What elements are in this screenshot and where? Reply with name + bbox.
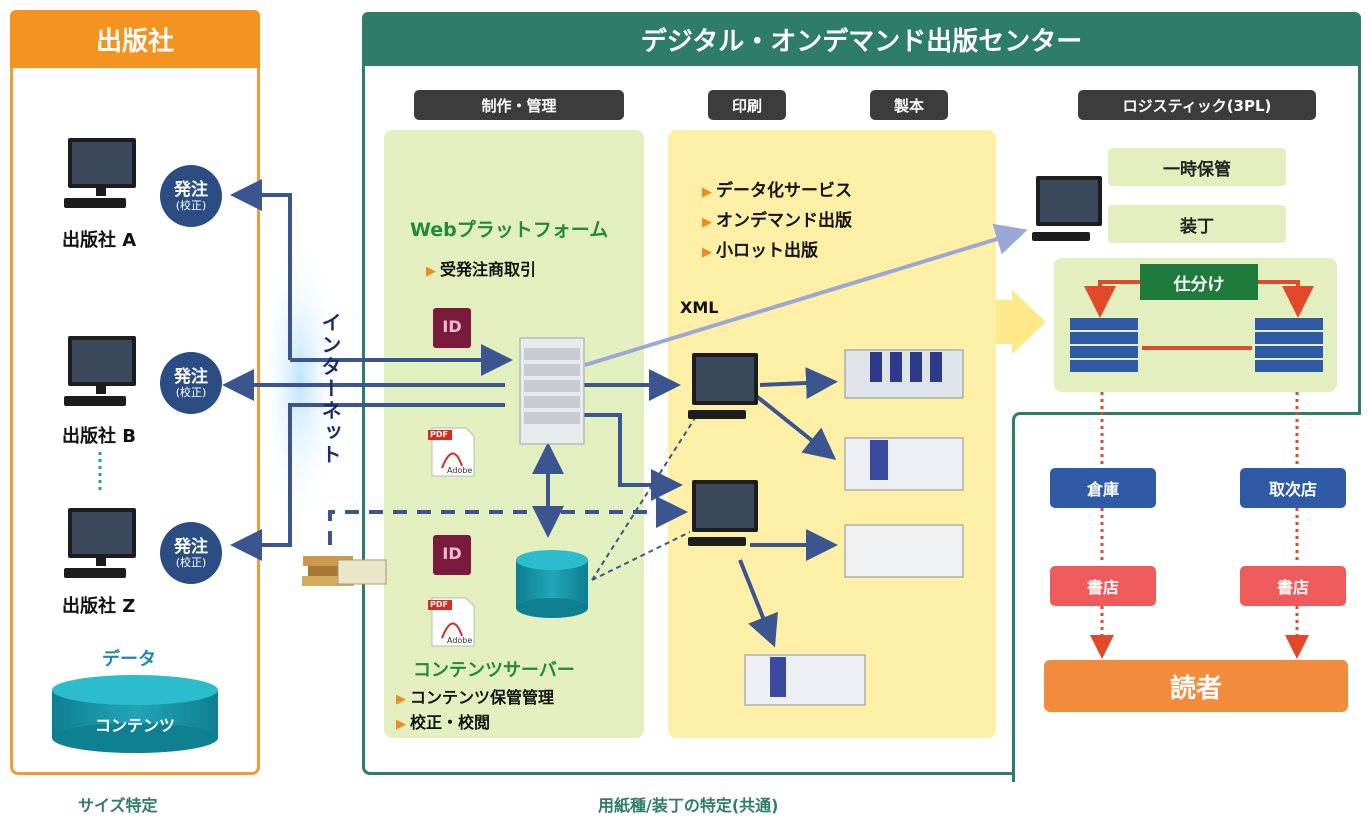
- pdf-icon: [428, 427, 475, 647]
- contents-cylinder-shape: [52, 675, 218, 753]
- press-icon: [744, 349, 964, 706]
- indesign-icon: [433, 308, 471, 575]
- server-bullet-1: ▶コンテンツ保管管理: [396, 688, 555, 707]
- server-icon: [519, 337, 585, 445]
- database-icon: [516, 550, 588, 618]
- link-publisher-a: [230, 179, 292, 360]
- books-icon: [302, 556, 387, 586]
- internet-label: インターネット: [318, 312, 342, 466]
- pdf-label: PDF: [430, 600, 448, 609]
- print-bullet-3: ▶小ロット出版: [702, 241, 818, 261]
- content-server-title: コンテンツサーバー: [413, 660, 575, 681]
- monitor-icon: [64, 138, 1102, 578]
- pill-logistics: ロジスティック(3PL): [1078, 90, 1316, 120]
- print-bullet-text: オンデマンド出版: [716, 211, 852, 231]
- order-main: 発注: [174, 536, 208, 557]
- dash-db-pc2: [591, 531, 691, 581]
- binding-box: 装丁: [1108, 205, 1286, 243]
- flow-arrow-shape: [996, 290, 1046, 354]
- pdf-label: PDF: [430, 430, 448, 439]
- print-bullet-1: ▶データ化サービス: [702, 181, 852, 201]
- warehouse-box-front: 倉庫: [1050, 468, 1156, 508]
- dash-db-pc1: [591, 417, 696, 581]
- adobe-label: Adobe: [447, 636, 473, 645]
- production-zone: [384, 130, 644, 738]
- print-bullet-text: 小ロット出版: [716, 241, 818, 261]
- adobe-label: Adobe: [447, 466, 473, 475]
- pill-print: 印刷: [708, 90, 786, 120]
- sorting-box: 仕分け: [1140, 264, 1258, 300]
- footer-center: 用紙種/装丁の特定(共通): [598, 796, 779, 815]
- book-stack-icon: [1070, 318, 1323, 372]
- server-bullet-text: 校正・校閲: [410, 713, 491, 732]
- order-badge-z: 発注 (校正): [160, 522, 222, 584]
- web-bullet: ▶受発注商取引: [426, 260, 537, 279]
- id-label: ID: [442, 544, 462, 563]
- link-pc1-press2: [753, 393, 837, 460]
- bookstore-right-front: 書店: [1240, 566, 1346, 606]
- bookstore-left-front: 書店: [1050, 566, 1156, 606]
- link-server-printer2: [583, 413, 683, 501]
- temporary-storage-box: 一時保管: [1108, 148, 1286, 186]
- link-xml: [584, 223, 1028, 367]
- center-header: デジタル・オンデマンド出版センター: [362, 12, 1361, 66]
- publisher-header: 出版社: [10, 10, 260, 68]
- order-badge-b: 発注 (校正): [160, 352, 222, 414]
- id-label: ID: [442, 317, 462, 336]
- web-platform-title: Webプラットフォーム: [410, 219, 609, 241]
- pill-binding: 製本: [870, 90, 948, 120]
- reader-box-front: 読者: [1044, 660, 1348, 712]
- order-sub: (校正): [175, 385, 207, 399]
- footer-left: サイズ特定: [78, 796, 158, 815]
- order-badge-a: 発注 (校正): [160, 165, 222, 227]
- client-label-z: 出版社 Z: [62, 596, 136, 617]
- client-label-a: 出版社 A: [62, 230, 137, 251]
- order-sub: (校正): [175, 198, 207, 212]
- dash-books-pc2: [328, 496, 688, 545]
- internet-glow: [260, 230, 340, 530]
- server-bullet-2: ▶校正・校閲: [396, 713, 491, 732]
- client-label-b: 出版社 B: [62, 426, 136, 447]
- pill-production: 制作・管理: [414, 90, 624, 120]
- print-bullet-text: データ化サービス: [716, 181, 852, 201]
- contents-label: コンテンツ: [94, 716, 175, 735]
- order-sub: (校正): [175, 555, 207, 569]
- link-publisher-z: [230, 403, 505, 561]
- xml-label: XML: [680, 298, 719, 317]
- server-bullet-text: コンテンツ保管管理: [410, 688, 555, 707]
- web-bullet-text: 受発注商取引: [440, 260, 537, 279]
- distributor-box-front: 取次店: [1240, 468, 1346, 508]
- link-pc1-press1: [759, 367, 838, 400]
- order-main: 発注: [174, 179, 208, 200]
- sort-arrow-left: [1084, 280, 1140, 318]
- print-bullet-2: ▶オンデマンド出版: [702, 211, 852, 231]
- sort-arrow-right: [1258, 280, 1314, 318]
- link-pc2-press4: [738, 559, 778, 648]
- order-main: 発注: [174, 366, 208, 387]
- data-label: データ: [102, 649, 156, 670]
